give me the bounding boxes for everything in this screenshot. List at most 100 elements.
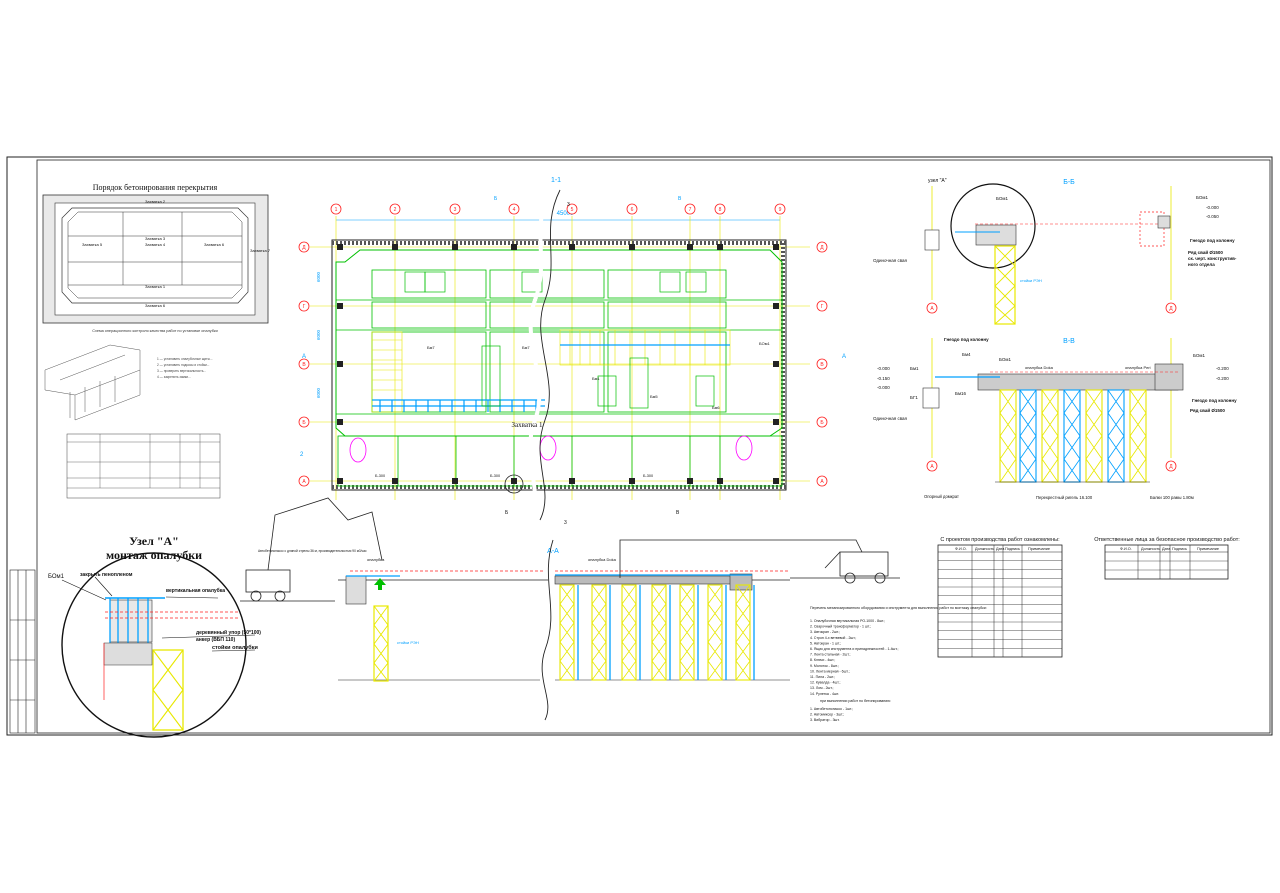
node-a-label-vertical: вертикальная опалубка xyxy=(166,587,225,594)
table1-h-sign: Подпись xyxy=(1005,547,1020,551)
table2-h-fio: Ф.И.О. xyxy=(1120,547,1132,551)
equipment-item: 7. Лента стальная - 2шт.; xyxy=(810,653,851,657)
equipment-item: 6. Ящик для инструмента и принадлежносте… xyxy=(810,647,899,651)
plan-row-axis-bubble xyxy=(298,241,310,253)
node-a-label-foam: закрыть пенопленом xyxy=(80,572,133,578)
plan-beam-bm7-b: Бм7 xyxy=(522,345,530,350)
sheet-inner-frame xyxy=(36,159,1271,734)
zone-7-label: Захватка 6 xyxy=(145,303,166,308)
equipment-sub-item: 2. Автомиксер - 3шт.; xyxy=(810,713,844,717)
sheet-frame xyxy=(6,156,1273,736)
left-stamp-strip xyxy=(9,569,36,734)
plan-row-axis-label: Д xyxy=(820,245,824,251)
vv-beam-bm1: Бм1 xyxy=(910,366,919,371)
aa-formwork-left: опалубка xyxy=(367,557,385,562)
concrete-pump-left xyxy=(245,497,383,602)
plan-row-axis-bubble xyxy=(816,416,828,428)
zone-1-label: Захватка 1 xyxy=(145,284,166,289)
equipment-item: 2. Сварочный трансформатор - 1 шт.; xyxy=(810,625,871,629)
vv-socket-note-right: Гнездо под колонну xyxy=(1192,398,1237,403)
acquaintance-table: С проектом производства работ ознакомлен… xyxy=(937,537,1063,658)
plan-note-2: Б-300 xyxy=(490,474,500,478)
plan-col-axis-label: 7 xyxy=(689,207,692,213)
plan-mark-v-top: В xyxy=(678,196,682,202)
table2-title: Ответственные лица за безопасное произво… xyxy=(1094,537,1240,543)
plan-col-axis-label: 6 xyxy=(631,207,634,213)
plan-row-axis-bubble xyxy=(298,475,310,487)
node-a-detail: Узел "А" монтаж опалубки БОм1 закрыть пе… xyxy=(48,534,261,738)
plan-beam-bm5: Бм5 xyxy=(650,394,658,399)
vv-pile-note: Ряд свай Ø1500 xyxy=(1190,407,1225,413)
plan-col-axis-label: 8 xyxy=(719,207,722,213)
vv-formwork-peri: опалубка Peri xyxy=(1125,365,1151,370)
vv-bottom-note-2: Перекрестный ригель 16.100 xyxy=(1036,495,1093,500)
plan-row-axis-label: А xyxy=(820,479,824,485)
plan-col-axis-bubble xyxy=(626,203,638,215)
plan-mark-b-bot: Б xyxy=(505,510,509,516)
bb-axis-right: Д xyxy=(1169,306,1173,312)
section-aa-title: А-А xyxy=(547,548,559,555)
plan-beam-bm6: Бм6 xyxy=(712,405,720,410)
vv-axis-left: А xyxy=(930,464,934,470)
section-aa: А-А опа xyxy=(240,497,900,721)
equipment-item: 3. Автокран - 2шт.; xyxy=(810,630,840,634)
plan-col-axis-label: 3 xyxy=(454,207,457,213)
plan-beam-bm1: Бм1 xyxy=(592,376,600,381)
equipment-item: 14. Рулетка - 4шт. xyxy=(810,692,839,696)
plan-dim-2: 6000 xyxy=(316,329,321,340)
plan-col-axis-bubble xyxy=(566,203,578,215)
equipment-item: 10. Лента мерная - 6шт.; xyxy=(810,669,850,673)
plan-zone-label: Захватка 1 xyxy=(512,421,543,429)
plan-col-axis-label: 2 xyxy=(394,207,397,213)
vv-formwork-doka: опалубка Doka xyxy=(1025,365,1054,370)
zone-6-label: Захватка 6 xyxy=(204,242,225,247)
plan-beam-bm7-a: Бм7 xyxy=(427,345,435,350)
svg-text:4 — закрепить замки...: 4 — закрепить замки... xyxy=(157,375,191,379)
section-vv: В-В А Д Гнездо под колонну Бм4 БОм1 БОм1… xyxy=(873,337,1237,500)
section-bb-title: Б-Б xyxy=(1063,179,1075,186)
plan-edge-label: БОм1 xyxy=(759,341,770,346)
bb-socket-note: Гнездо под колонну xyxy=(1190,238,1235,243)
bb-axis-left: А xyxy=(930,306,934,312)
bb-beam-right: БОм1 xyxy=(1196,195,1208,200)
bb-row-note-2: ск. черт. конструктив- xyxy=(1188,256,1237,261)
vv-bottom-note-1: Опорный домкрат xyxy=(924,494,959,499)
section-vv-title: В-В xyxy=(1063,338,1075,345)
plan-row-axis-label: В xyxy=(302,362,306,368)
vv-beam-bom1-left: БОм1 xyxy=(999,357,1011,362)
node-a-label-bom: БОм1 xyxy=(48,574,65,580)
plan-title: 1-1 xyxy=(551,177,561,184)
table1-h-date: Дата xyxy=(996,547,1005,551)
plan-col-axis-bubble xyxy=(330,203,342,215)
plan-mark-a-right: А xyxy=(842,354,846,360)
svg-text:2 — установить подкосы и стойк: 2 — установить подкосы и стойки... xyxy=(157,363,210,367)
responsible-table: Ответственные лица за безопасное произво… xyxy=(1094,537,1240,580)
quality-control-scheme: Схема операционного контроля качества ра… xyxy=(44,329,221,499)
quality-scheme-title: Схема операционного контроля качества ра… xyxy=(92,329,217,333)
plan-row-axis-label: Г xyxy=(303,304,306,310)
vv-level-5: -0.200 xyxy=(1216,376,1229,381)
table1-title: С проектом производства работ ознакомлен… xyxy=(940,537,1060,543)
equipment-sub-title: при выполнении работ по бетонированию: xyxy=(820,699,891,703)
vv-socket-note: Гнездо под колонну xyxy=(944,337,989,342)
plan-row-axis-label: Б xyxy=(302,420,306,426)
vv-beam-bm4: Бм4 xyxy=(962,352,971,357)
concreting-order-title: Порядок бетонирования перекрытия xyxy=(93,183,218,192)
equipment-item: 9. Молоток - 8шт.; xyxy=(810,664,839,668)
equipment-item: 4. Строп 4-х ветвевой - 2шт.; xyxy=(810,636,856,640)
plan-dim-1: 6000 xyxy=(316,271,321,282)
equipment-item: 12. Кувалда - 4шт.; xyxy=(810,681,840,685)
plan-dim-3: 6000 xyxy=(316,387,321,398)
equipment-sub-item: 3. Вибратор - 3шт. xyxy=(810,718,840,722)
vv-level-3: -0.000 xyxy=(877,385,890,390)
vv-level-2: -0.150 xyxy=(877,376,890,381)
plan-col-axis-bubble xyxy=(774,203,786,215)
plan-mark-a-left: А xyxy=(302,354,306,360)
plan-mark-b-top: Б xyxy=(494,196,498,202)
vv-beam-bm16: Бм16 xyxy=(955,391,967,396)
plan-note-3: Б-300 xyxy=(643,474,653,478)
equipment-title: Перечень механизированного оборудования … xyxy=(810,606,987,610)
node-a-title-2: монтаж опалубки xyxy=(106,548,202,562)
plan-row-axis-label: Г xyxy=(821,304,824,310)
